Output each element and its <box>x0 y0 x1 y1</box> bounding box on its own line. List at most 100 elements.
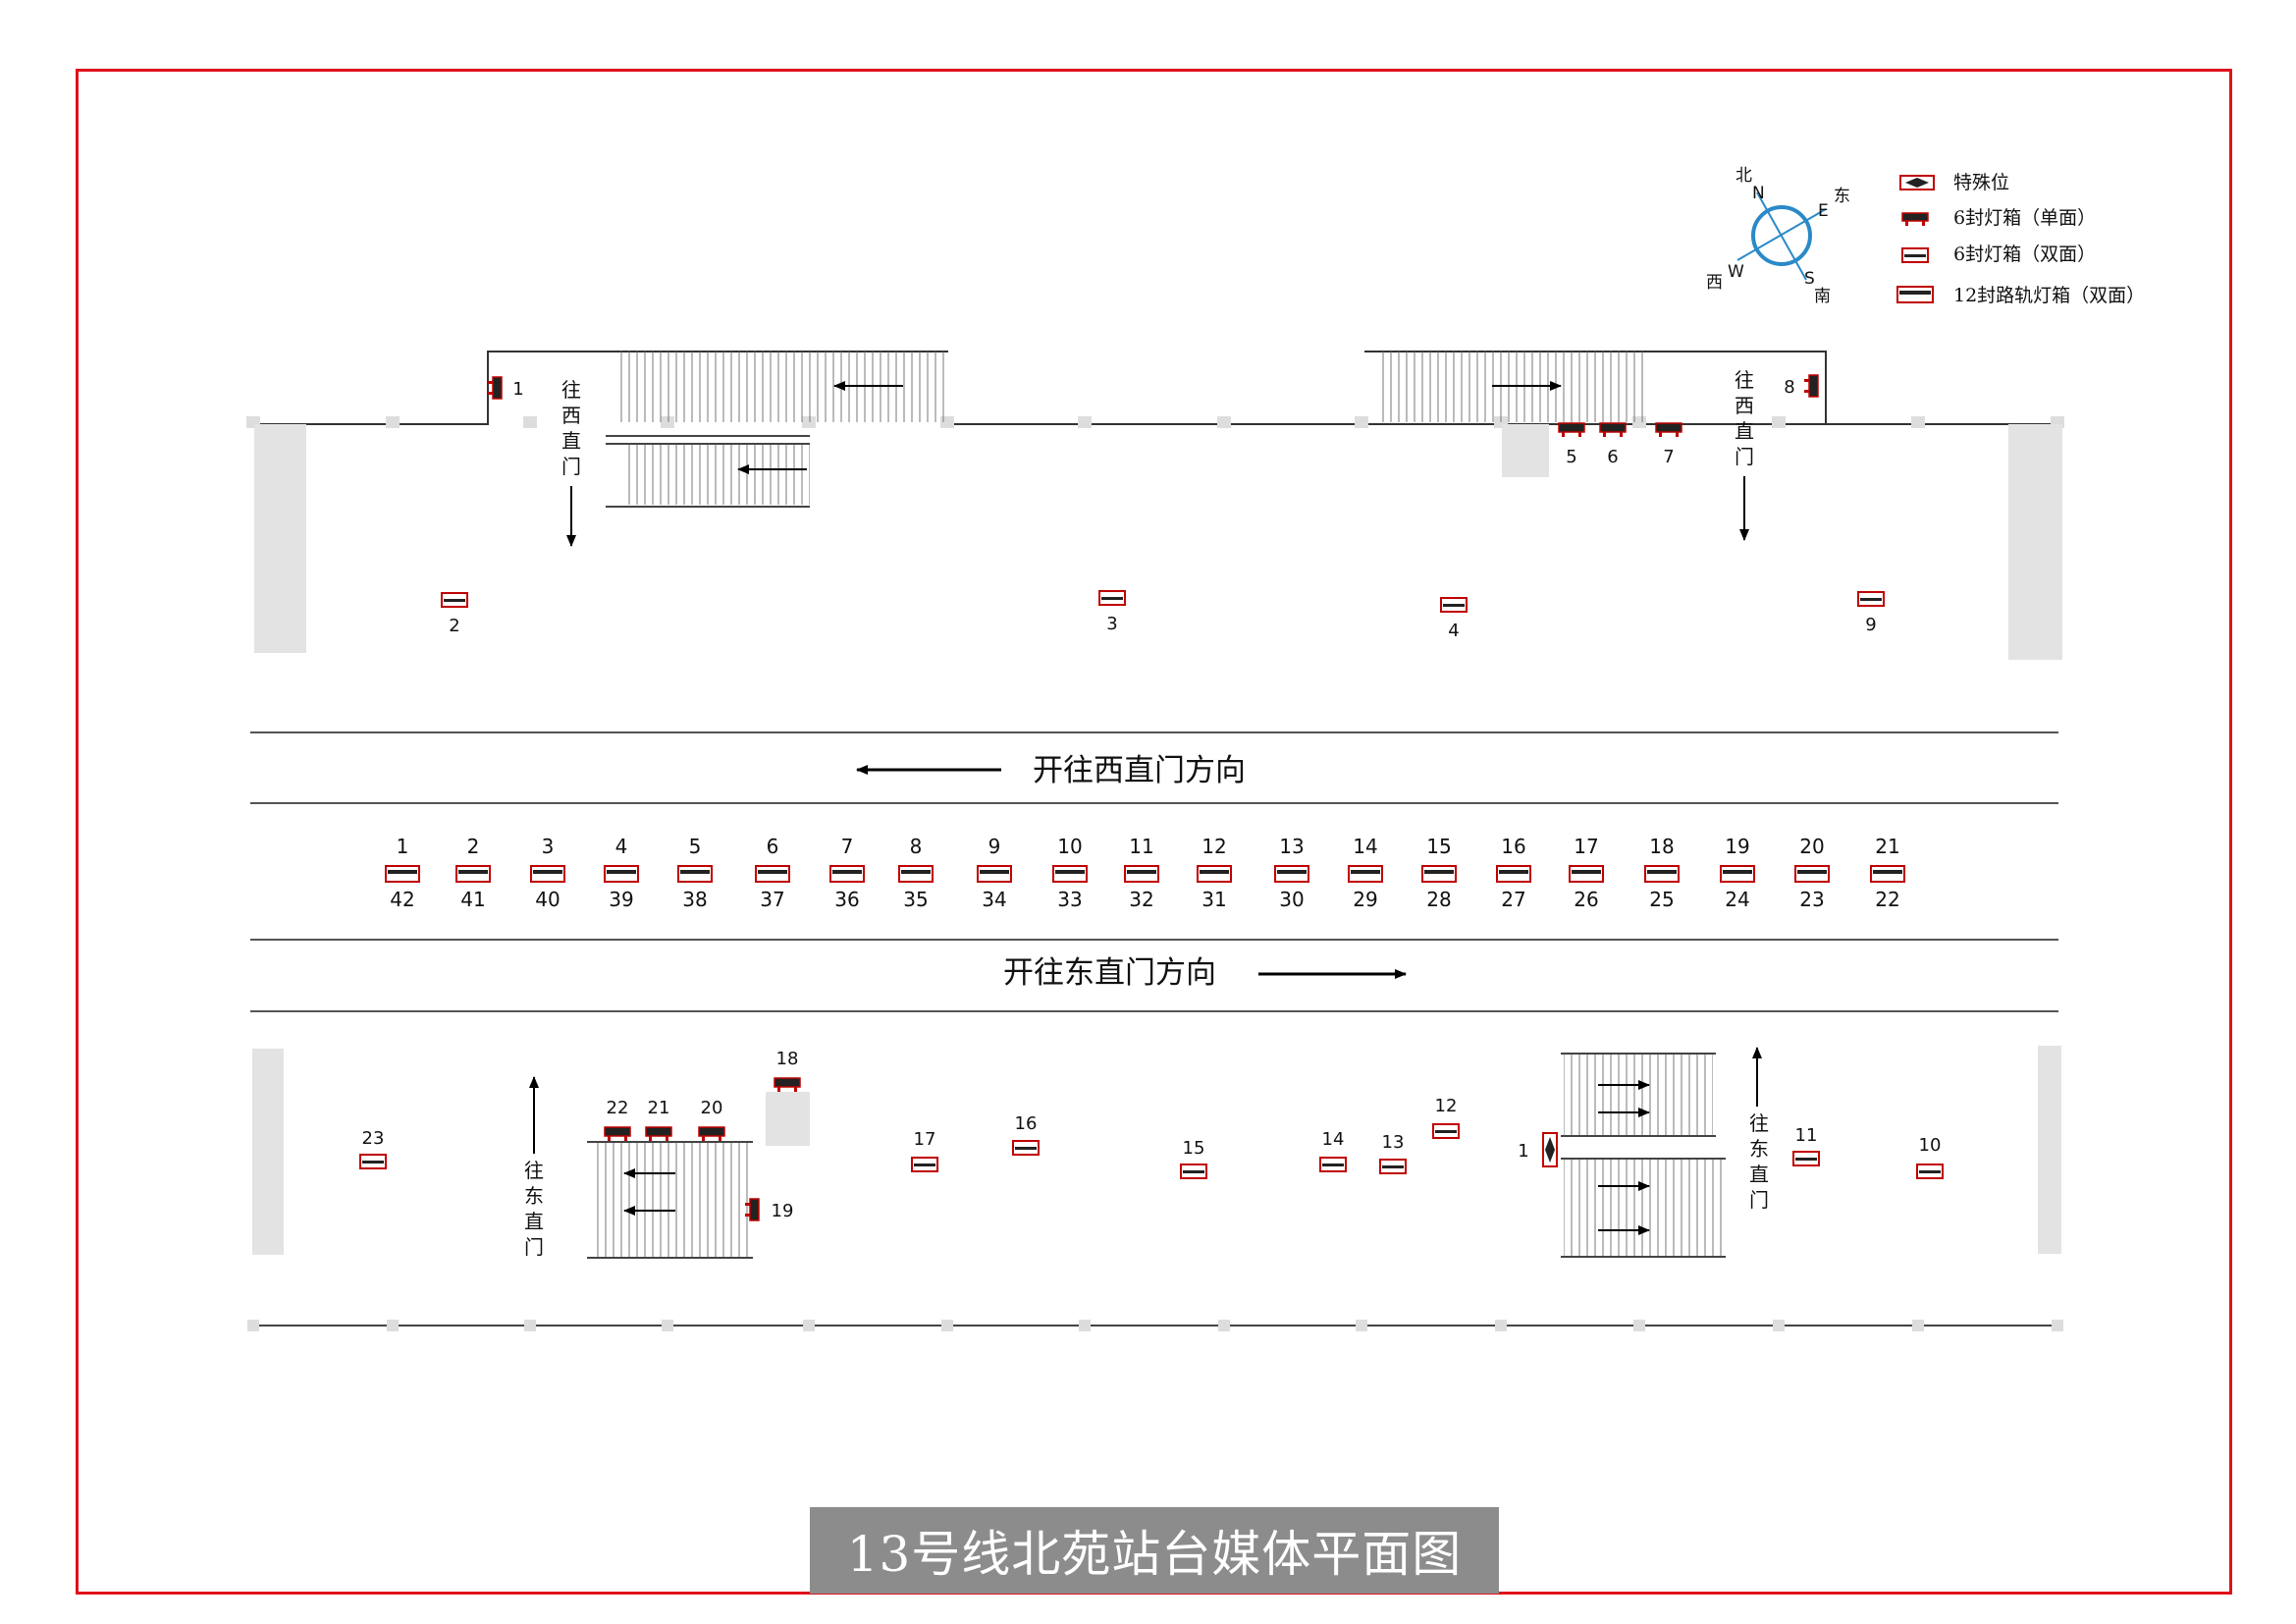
track-light-box[interactable] <box>755 865 790 883</box>
track-box-number-top: 11 <box>1129 835 1153 858</box>
escalator <box>1564 1054 1713 1136</box>
track-light-box[interactable] <box>977 865 1012 883</box>
double-light-box[interactable] <box>1379 1159 1407 1174</box>
track-light-box[interactable] <box>1794 865 1830 883</box>
double-light-box[interactable] <box>1098 590 1126 606</box>
legend-label: 12封路轨灯箱（双面） <box>1953 285 2145 306</box>
track-box-number-top: 9 <box>988 835 1001 858</box>
single-light-box[interactable] <box>774 1077 801 1092</box>
wall-nib <box>1356 1320 1367 1331</box>
stair-label-char: 东 <box>524 1184 544 1208</box>
track-box-number-top: 4 <box>615 835 628 858</box>
media-id-label: 1 <box>1518 1141 1528 1162</box>
track-light-box[interactable] <box>1348 865 1383 883</box>
compass-east-cn: 东 <box>1834 187 1850 206</box>
track-box-number-bottom: 26 <box>1574 888 1598 911</box>
wall-nib <box>386 416 400 428</box>
stair-label-char: 往 <box>524 1159 544 1182</box>
track-light-box[interactable] <box>1421 865 1457 883</box>
double-light-box[interactable] <box>1012 1140 1040 1156</box>
wall-nib <box>1911 416 1925 428</box>
track-box-number-bottom: 36 <box>834 888 859 911</box>
track-box-number-bottom: 38 <box>682 888 707 911</box>
wall-light-box[interactable] <box>488 376 503 400</box>
wall-nib <box>1218 1320 1230 1331</box>
track-box-number-bottom: 27 <box>1501 888 1525 911</box>
double-light-box[interactable] <box>911 1157 938 1172</box>
wall-nib <box>247 1320 259 1331</box>
track-light-box[interactable] <box>385 865 420 883</box>
pillar <box>2038 1046 2061 1254</box>
single-light-box-icon <box>1901 212 1929 226</box>
single-light-box[interactable] <box>1655 422 1682 437</box>
double-light-box[interactable] <box>1916 1164 1944 1179</box>
track-light-box[interactable] <box>455 865 491 883</box>
wall-nib <box>1078 416 1092 428</box>
pillar <box>766 1092 810 1146</box>
stair-label-char: 西 <box>1735 394 1754 417</box>
track-light-box[interactable] <box>530 865 565 883</box>
track-light-box[interactable] <box>1870 865 1905 883</box>
double-light-box[interactable] <box>1180 1164 1207 1179</box>
track-box-number-bottom: 28 <box>1426 888 1451 911</box>
media-id-label: 8 <box>1784 377 1794 398</box>
track-light-box[interactable] <box>829 865 865 883</box>
wall-light-box[interactable] <box>745 1198 760 1221</box>
compass-axis <box>1756 191 1807 281</box>
pillar <box>252 1049 284 1255</box>
single-light-box[interactable] <box>698 1126 725 1141</box>
legend-label: 6封灯箱（双面） <box>1953 244 2096 265</box>
compass-north-cn: 北 <box>1735 166 1752 186</box>
track-light-box[interactable] <box>1569 865 1604 883</box>
track-light-box[interactable] <box>898 865 934 883</box>
track-light-box[interactable] <box>1644 865 1680 883</box>
double-light-box[interactable] <box>441 592 468 608</box>
media-id-label: 2 <box>449 616 459 636</box>
double-light-box[interactable] <box>1440 597 1468 613</box>
track-media: 1422413404395386377368359341033113212311… <box>385 835 1905 911</box>
track-box-number-top: 20 <box>1799 835 1824 858</box>
track-light-box[interactable] <box>677 865 713 883</box>
track-light-box[interactable] <box>1052 865 1088 883</box>
track-light-box[interactable] <box>604 865 639 883</box>
wall-nib <box>2052 1320 2063 1331</box>
track-box-number-bottom: 40 <box>535 888 560 911</box>
track-box-number-top: 14 <box>1353 835 1377 858</box>
wall-light-box[interactable] <box>1804 374 1819 398</box>
media-id-label: 10 <box>1919 1135 1942 1156</box>
track-light-box[interactable] <box>1124 865 1159 883</box>
double-light-box[interactable] <box>359 1154 387 1169</box>
single-light-box[interactable] <box>1558 422 1585 437</box>
track-box-number-bottom: 30 <box>1279 888 1304 911</box>
double-light-box[interactable] <box>1432 1123 1460 1139</box>
media-id-label: 1 <box>512 379 523 400</box>
media-id-label: 16 <box>1015 1113 1038 1134</box>
double-light-box[interactable] <box>1857 591 1885 607</box>
single-light-box[interactable] <box>645 1126 672 1141</box>
track-light-box[interactable] <box>1197 865 1232 883</box>
wall-nib <box>1495 1320 1507 1331</box>
single-light-box[interactable] <box>1599 422 1627 437</box>
track-light-box[interactable] <box>1274 865 1309 883</box>
track-light-box[interactable] <box>1720 865 1755 883</box>
track-box-number-bottom: 33 <box>1057 888 1082 911</box>
track-box-number-bottom: 34 <box>982 888 1006 911</box>
special-icon <box>1899 175 1935 190</box>
double-light-box[interactable] <box>1319 1157 1347 1172</box>
track-light-box[interactable] <box>1496 865 1531 883</box>
media-id-label: 19 <box>772 1201 794 1221</box>
media-id-label: 5 <box>1566 447 1576 467</box>
track-box-number-bottom: 22 <box>1875 888 1899 911</box>
wall-nibs <box>247 1320 2063 1331</box>
track-box-number-top: 21 <box>1875 835 1899 858</box>
single-light-box[interactable] <box>604 1126 631 1141</box>
media-id-label: 4 <box>1448 621 1459 641</box>
compass-west-letter: W <box>1728 262 1744 282</box>
compass: N 北 E 东 W 西 S 南 <box>1706 166 1850 306</box>
track-box-number-top: 17 <box>1574 835 1598 858</box>
special-position[interactable] <box>1542 1132 1558 1167</box>
double-light-box[interactable] <box>1792 1151 1820 1166</box>
track-box-number-bottom: 37 <box>760 888 784 911</box>
